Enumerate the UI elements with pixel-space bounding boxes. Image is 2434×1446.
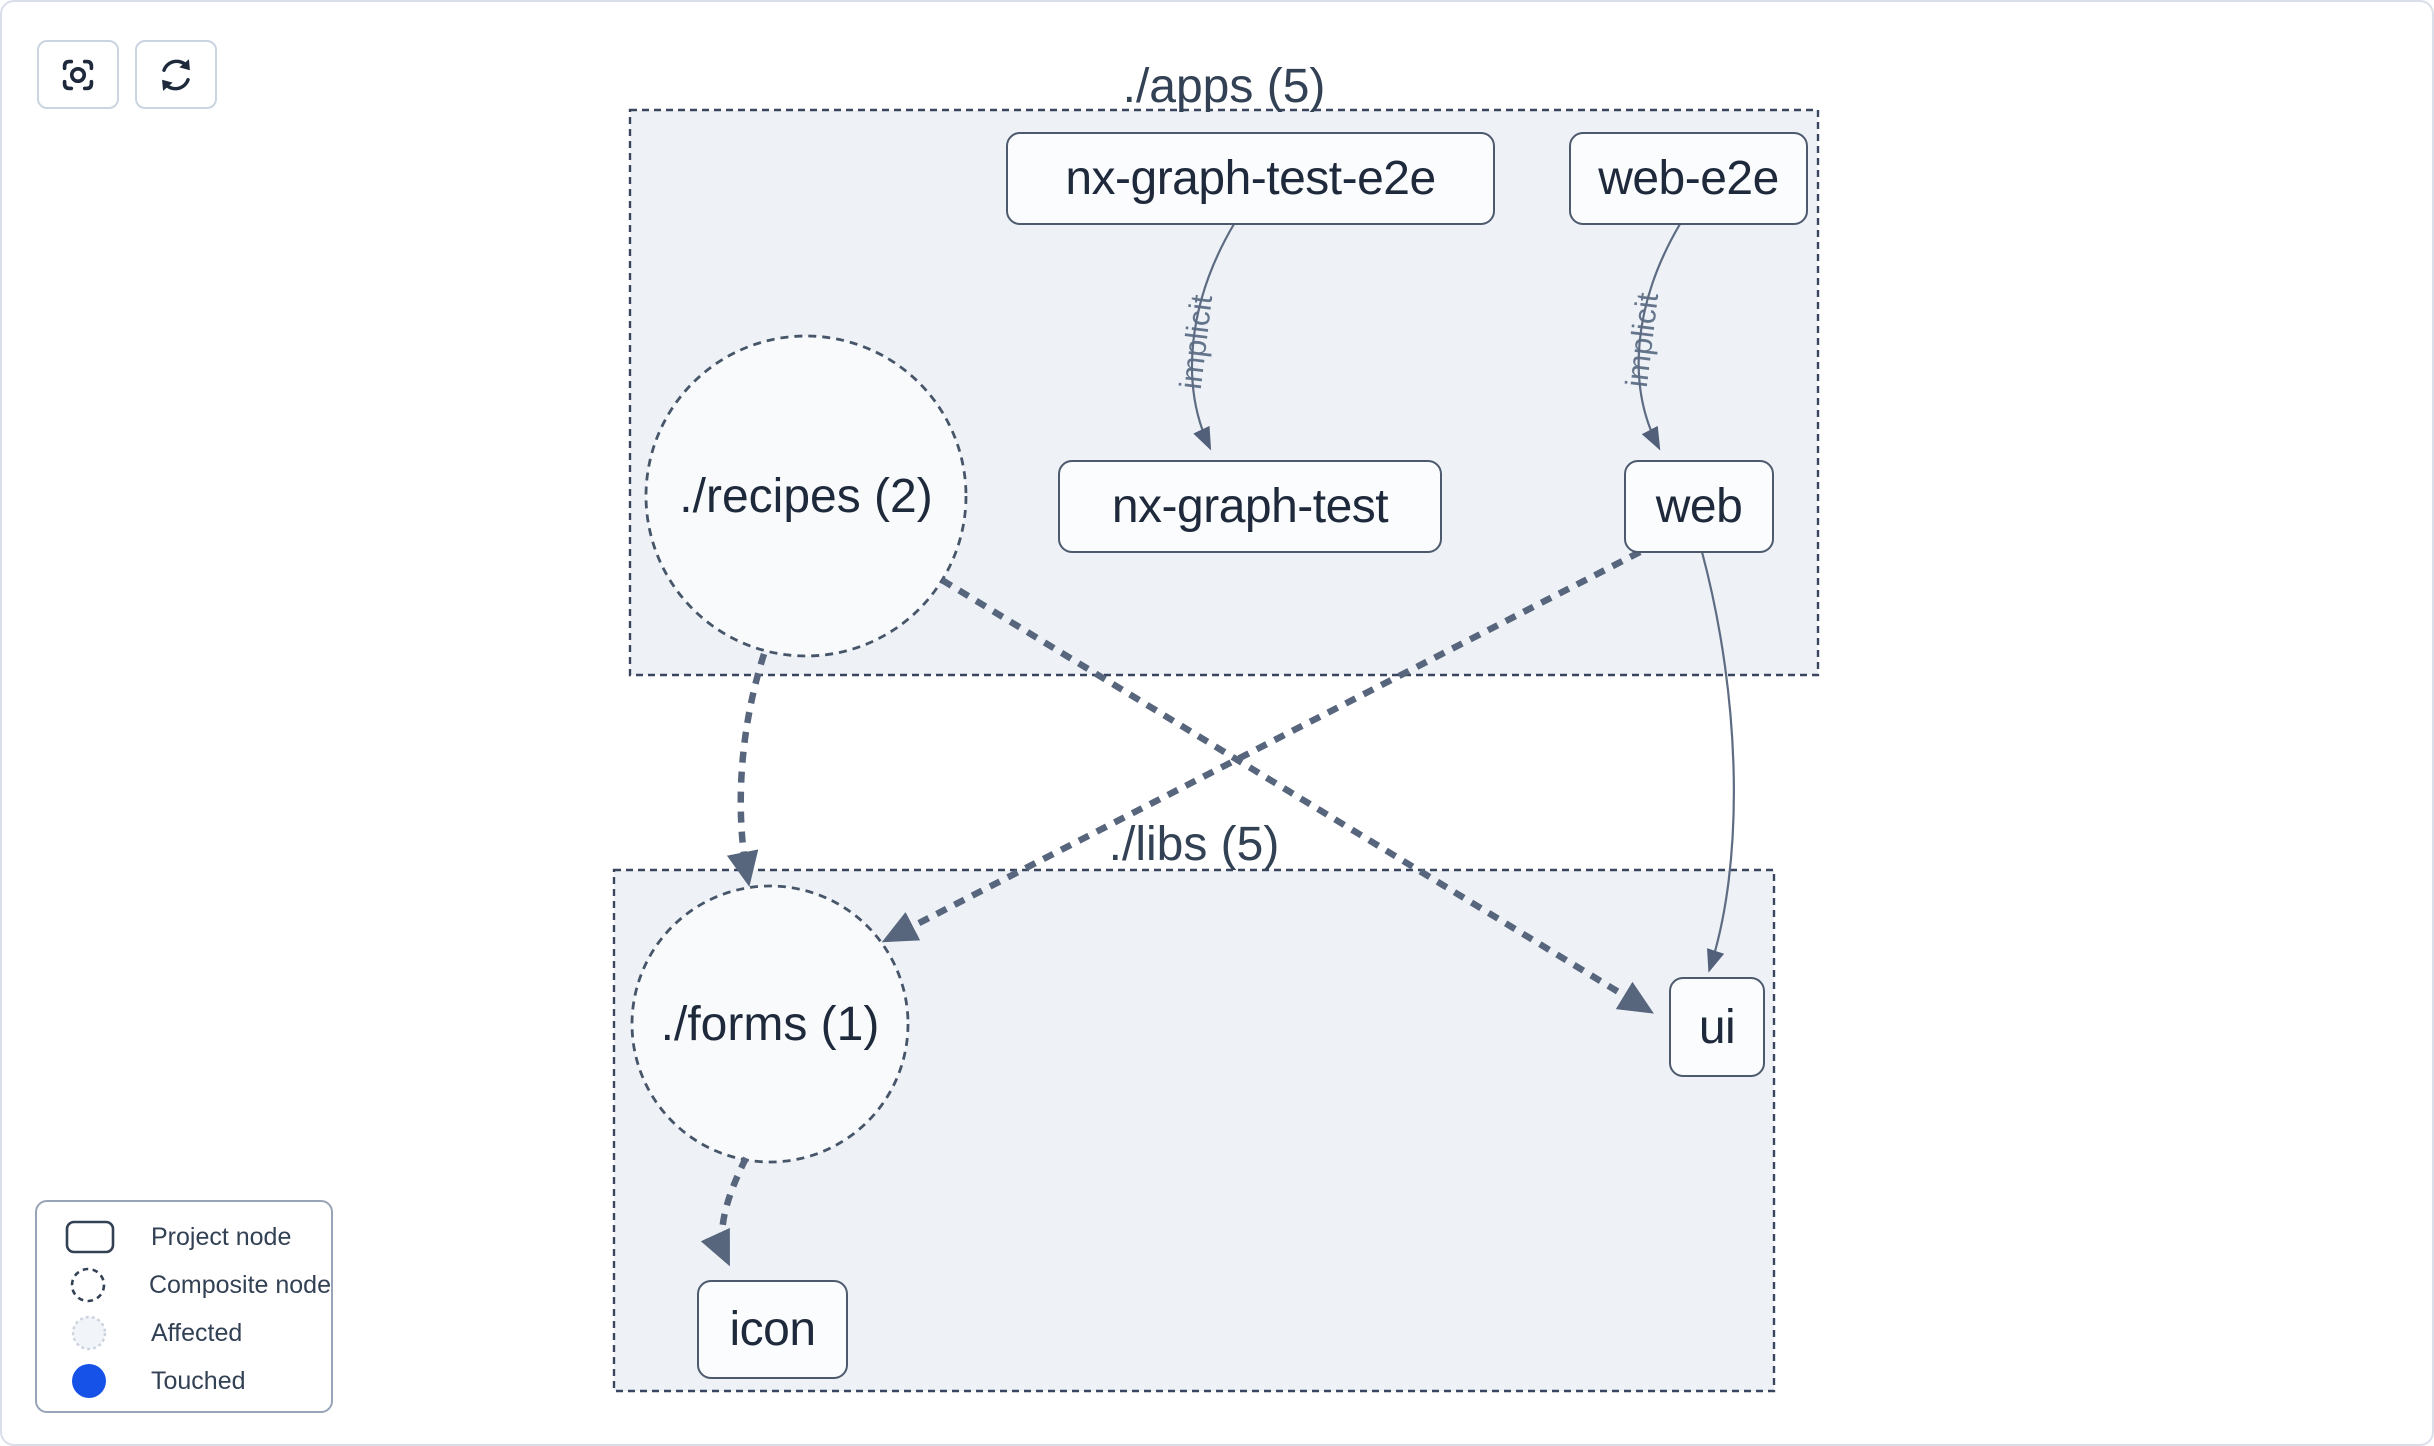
edge-web-to-forms <box>881 549 1642 943</box>
focus-reticle-icon <box>55 52 101 98</box>
edge-web-to-ui <box>1700 551 1735 973</box>
composite-node-recipes[interactable] <box>644 334 968 658</box>
composite-node-forms[interactable] <box>630 884 910 1164</box>
edge-recipes-to-forms <box>726 653 768 887</box>
node-label: web <box>1655 480 1743 533</box>
legend-label: Affected <box>151 1318 243 1347</box>
toolbar <box>37 40 217 109</box>
node-nx-graph-test[interactable]: nx-graph-test <box>1058 460 1442 553</box>
focus-view-button[interactable] <box>37 40 119 109</box>
refresh-button[interactable] <box>135 40 217 109</box>
composite-forms-label: ./forms (1) <box>661 998 880 1051</box>
edge-recipes-to-ui <box>940 577 1654 1014</box>
group-apps-label: ./apps (5) <box>1123 60 1326 113</box>
node-label: web-e2e <box>1598 152 1779 205</box>
legend-label: Composite node <box>148 1270 331 1299</box>
legend-row-touched: Touched <box>53 1359 331 1403</box>
project-node-swatch-icon <box>53 1218 125 1256</box>
refresh-arrows-icon <box>153 52 199 98</box>
node-web-e2e[interactable]: web-e2e <box>1569 132 1808 225</box>
node-nx-graph-test-e2e[interactable]: nx-graph-test-e2e <box>1006 132 1495 225</box>
legend-row-composite-node: Composite node <box>53 1263 331 1307</box>
composite-node-swatch-icon <box>53 1265 123 1305</box>
node-icon[interactable]: icon <box>697 1280 848 1379</box>
composite-recipes-label: ./recipes (2) <box>679 470 932 523</box>
affected-swatch-icon <box>53 1313 125 1353</box>
legend-row-project-node: Project node <box>53 1215 331 1259</box>
node-label: icon <box>729 1303 816 1356</box>
node-label: nx-graph-test-e2e <box>1065 152 1436 205</box>
node-ui[interactable]: ui <box>1669 977 1765 1077</box>
touched-swatch-icon <box>53 1361 125 1401</box>
legend-label: Project node <box>151 1222 292 1251</box>
node-label: nx-graph-test <box>1111 480 1389 533</box>
edge-web-e2e-to-web <box>1637 223 1681 451</box>
legend: Project node Composite node Affected <box>35 1200 333 1413</box>
legend-label: Touched <box>151 1366 246 1395</box>
node-label: ui <box>1698 1000 1736 1054</box>
edge-nx-graph-test-e2e-to-nx-graph-test <box>1190 223 1235 451</box>
edge-forms-to-icon <box>700 1156 749 1267</box>
node-web[interactable]: web <box>1624 460 1774 553</box>
legend-row-affected: Affected <box>53 1311 331 1355</box>
group-libs-label: ./libs (5) <box>1109 818 1280 871</box>
